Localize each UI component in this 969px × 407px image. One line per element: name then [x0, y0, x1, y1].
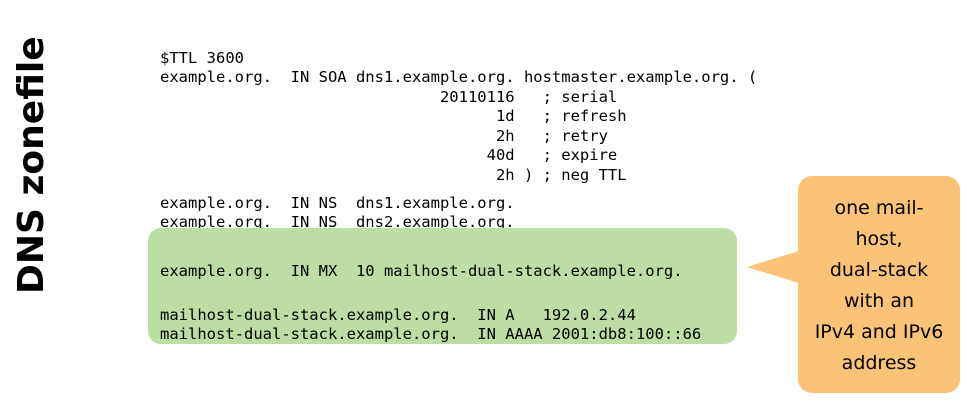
zonefile-address-records: mailhost-dual-stack.example.org. IN A 19… — [160, 305, 702, 344]
page-title: DNS zonefile — [10, 36, 52, 294]
zonefile-mx-record: example.org. IN MX 10 mailhost-dual-stac… — [160, 261, 683, 280]
callout-line: with an — [843, 289, 915, 312]
callout-pointer-icon — [747, 250, 802, 284]
callout-line: IPv4 and IPv6 — [814, 320, 944, 343]
zonefile-ns-records: example.org. IN NS dns1.example.org. exa… — [160, 193, 515, 232]
callout-line: one mail- — [834, 196, 924, 219]
callout-line: dual-stack — [829, 258, 929, 281]
callout-text: one mail-host, dual-stack with an IPv4 and … — [804, 193, 954, 379]
callout-line: host, — [855, 227, 903, 250]
zonefile-soa-block: $TTL 3600 example.org. IN SOA dns1.examp… — [160, 48, 758, 185]
callout-annotation: one mail-host, dual-stack with an IPv4 and … — [798, 176, 960, 393]
highlight-box-mail-records: example.org. IN MX 10 mailhost-dual-stac… — [148, 228, 737, 344]
callout-line: address — [841, 351, 917, 374]
slide-title-vertical: DNS zonefile — [0, 0, 62, 300]
